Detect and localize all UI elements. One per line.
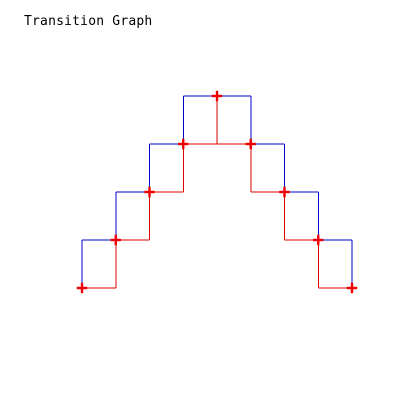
node-marker-6	[279, 186, 290, 198]
node-marker-7	[313, 234, 324, 246]
node-marker-2	[144, 186, 155, 198]
node-marker-8	[346, 282, 358, 294]
node-marker-4	[211, 90, 223, 102]
node-marker-3	[178, 138, 189, 150]
node-marker-0	[76, 282, 88, 294]
page-title: Transition Graph	[24, 14, 153, 29]
node-marker-layer	[76, 90, 358, 294]
node-marker-1	[110, 234, 121, 246]
node-marker-5	[245, 138, 256, 150]
red-path-layer	[82, 96, 352, 289]
blue-path-layer	[81, 95, 353, 288]
